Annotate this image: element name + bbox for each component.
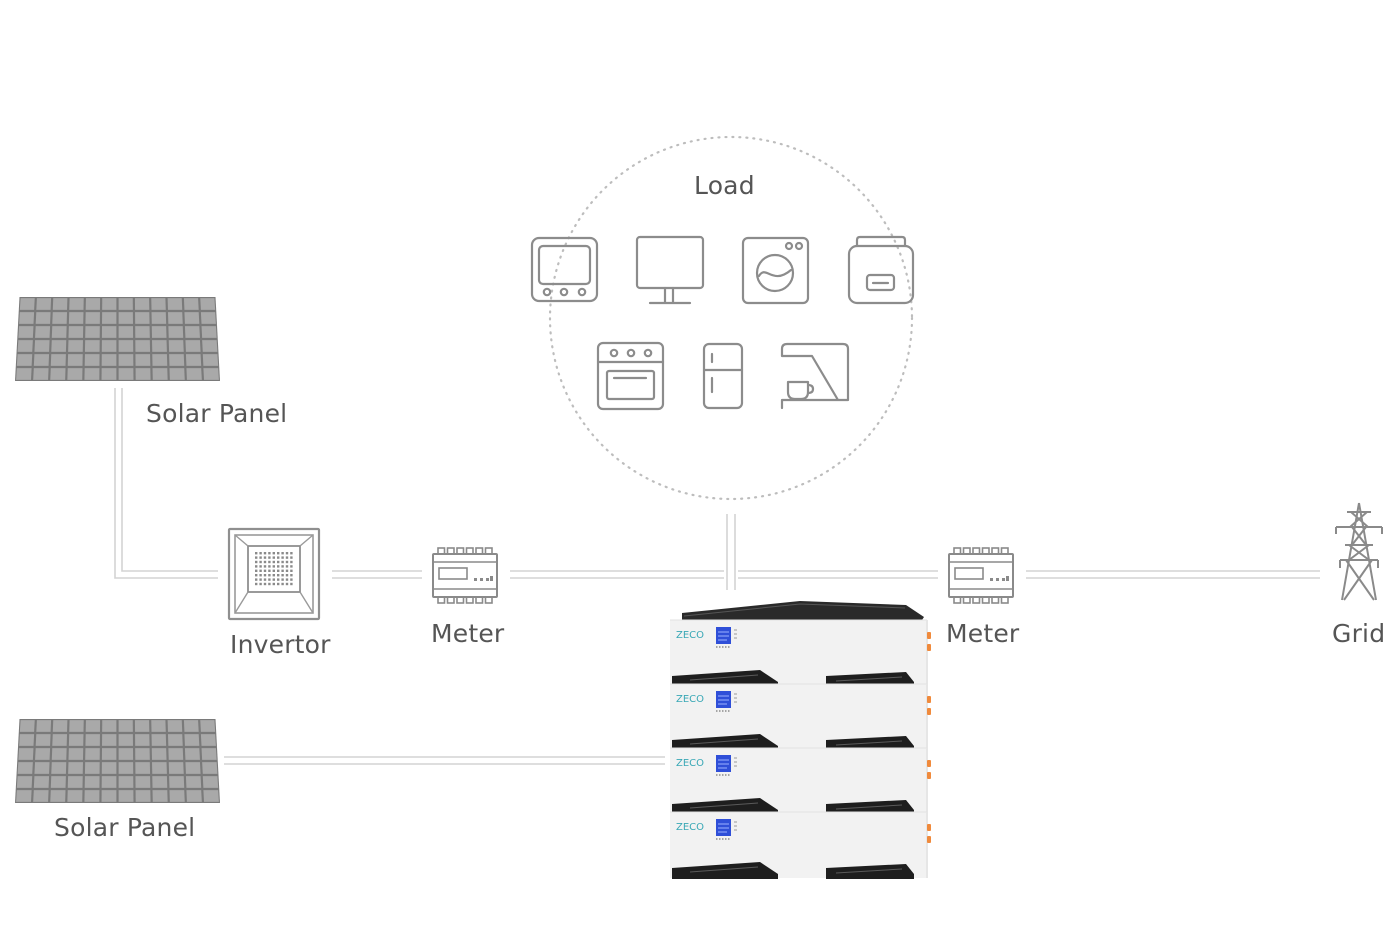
- battery-brand-logo: ZECO: [676, 630, 704, 641]
- solar-panel-bottom-label: Solar Panel: [54, 813, 196, 842]
- battery-stack: ZECO ZECO ZECO ZECO: [670, 601, 931, 879]
- battery-brand-logo: ZECO: [676, 694, 704, 705]
- wires: [114, 388, 1320, 765]
- refrigerator-icon: [702, 342, 744, 410]
- oven-icon: [596, 341, 665, 411]
- battery-module: ZECO: [670, 619, 931, 687]
- meter-right-label: Meter: [946, 619, 1020, 648]
- battery-module: ZECO: [670, 747, 931, 815]
- battery-module: ZECO: [670, 683, 931, 751]
- battery-module: ZECO: [670, 811, 931, 879]
- battery-brand-logo: ZECO: [676, 758, 704, 769]
- tv-icon: [530, 236, 599, 303]
- solar-panel-top-label: Solar Panel: [146, 399, 288, 428]
- meter-left-label: Meter: [431, 619, 505, 648]
- microwave-icon: [847, 235, 915, 305]
- meter-icon: [948, 547, 1014, 604]
- grid-label: Grid: [1332, 619, 1386, 648]
- monitor-icon: [635, 235, 705, 305]
- load-boundary-circle: [548, 135, 914, 501]
- solar-panel-icon: [15, 297, 220, 381]
- load-label: Load: [694, 171, 755, 200]
- invertor-icon: [227, 527, 321, 621]
- coffee-machine-icon: [780, 342, 850, 410]
- meter-icon: [432, 547, 498, 604]
- battery-brand-logo: ZECO: [676, 822, 704, 833]
- washing-machine-icon: [741, 236, 810, 305]
- solar-panel-icon: [15, 719, 220, 803]
- power-pylon-icon: [1335, 502, 1383, 601]
- invertor-label: Invertor: [230, 630, 331, 659]
